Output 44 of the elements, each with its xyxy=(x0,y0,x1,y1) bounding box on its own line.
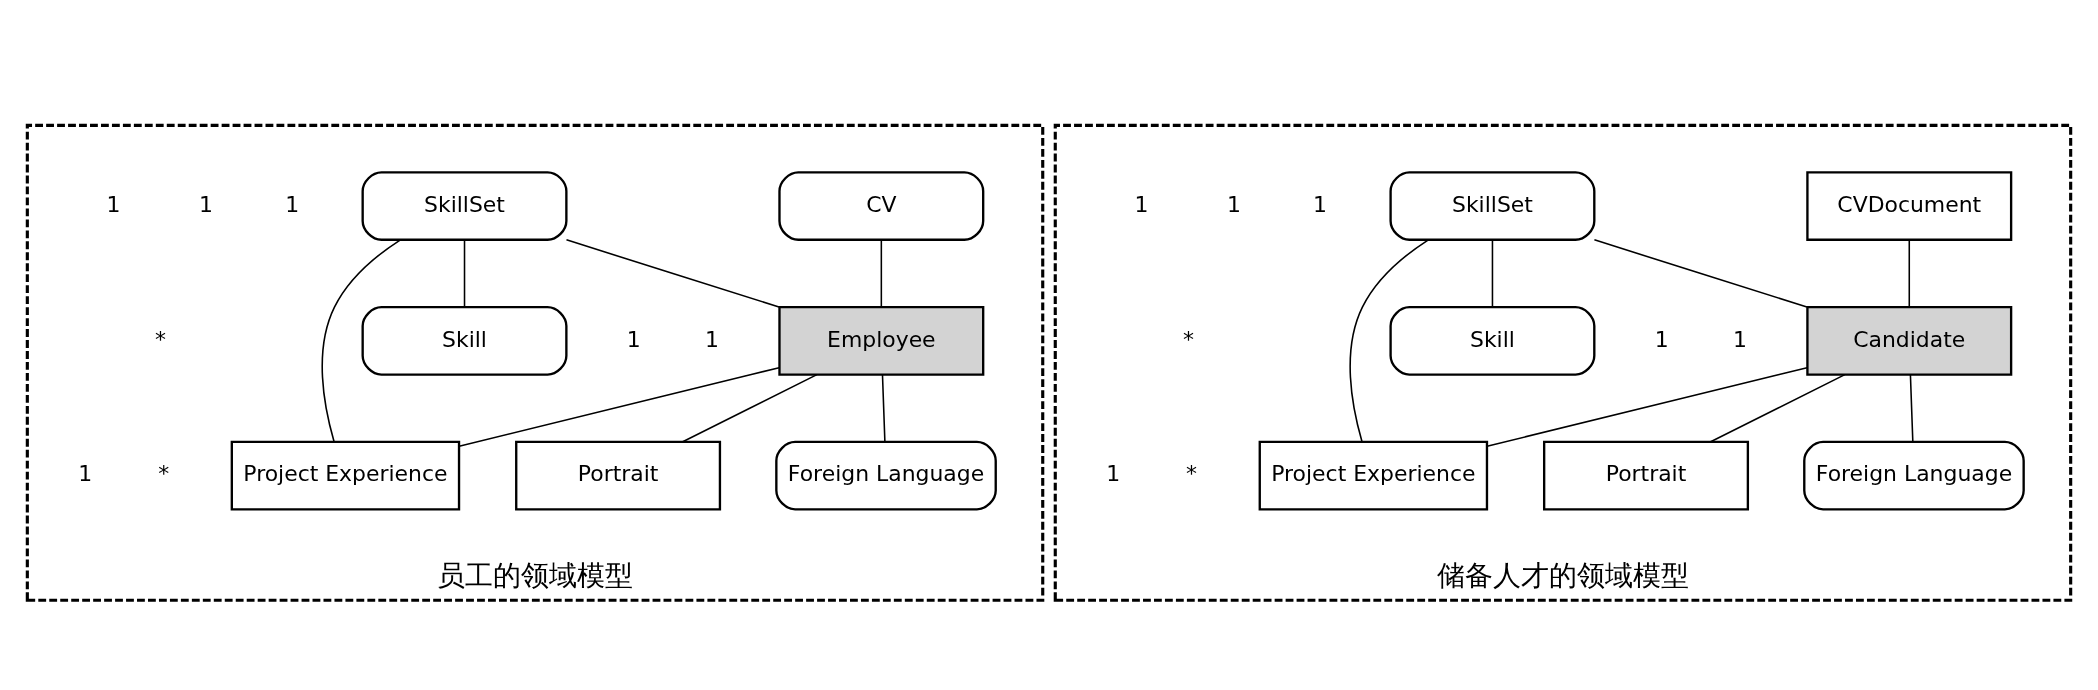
connector xyxy=(458,366,780,447)
node-box: Foreign Language xyxy=(1803,440,2025,510)
node-box: Portrait xyxy=(1543,440,1750,510)
label: 1 xyxy=(705,326,720,352)
label: * xyxy=(1182,326,1194,352)
connector xyxy=(1491,238,1494,308)
connector xyxy=(463,238,466,308)
node-box: Candidate xyxy=(1806,305,2013,376)
label: * xyxy=(155,326,167,352)
connector xyxy=(1349,238,1429,442)
node-box: Employee xyxy=(778,305,985,376)
connector xyxy=(681,373,818,442)
connector xyxy=(321,238,401,442)
label: 1 xyxy=(1654,326,1669,352)
connector xyxy=(880,238,883,308)
label: 1 xyxy=(1226,191,1241,217)
node-box: SkillSet xyxy=(361,170,568,241)
connector xyxy=(1909,373,1914,443)
node-box: Project Experience xyxy=(1258,440,1489,510)
connector xyxy=(1908,238,1911,308)
connector xyxy=(881,373,886,443)
label: 1 xyxy=(1134,191,1149,217)
label: 1 xyxy=(106,191,121,217)
label: 1 xyxy=(78,460,93,486)
label: 1 xyxy=(1106,460,1121,486)
connector xyxy=(1486,366,1808,447)
label: 1 xyxy=(1313,191,1328,217)
node-box: SkillSet xyxy=(1389,170,1596,241)
node-box: Project Experience xyxy=(230,440,461,510)
label: 1 xyxy=(626,326,641,352)
label: * xyxy=(1186,460,1198,486)
connector xyxy=(1593,238,1808,308)
node-box: Portrait xyxy=(515,440,722,510)
label: 1 xyxy=(1733,326,1748,352)
node-box: CV xyxy=(778,170,985,241)
label: 1 xyxy=(198,191,213,217)
connector xyxy=(1709,373,1846,442)
connector xyxy=(565,238,780,308)
label: * xyxy=(158,460,170,486)
label: 1 xyxy=(285,191,300,217)
node-box: Foreign Language xyxy=(775,440,997,510)
node-box: Skill xyxy=(1389,305,1596,376)
node-box: CVDocument xyxy=(1806,170,2013,241)
node-box: Skill xyxy=(361,305,568,376)
